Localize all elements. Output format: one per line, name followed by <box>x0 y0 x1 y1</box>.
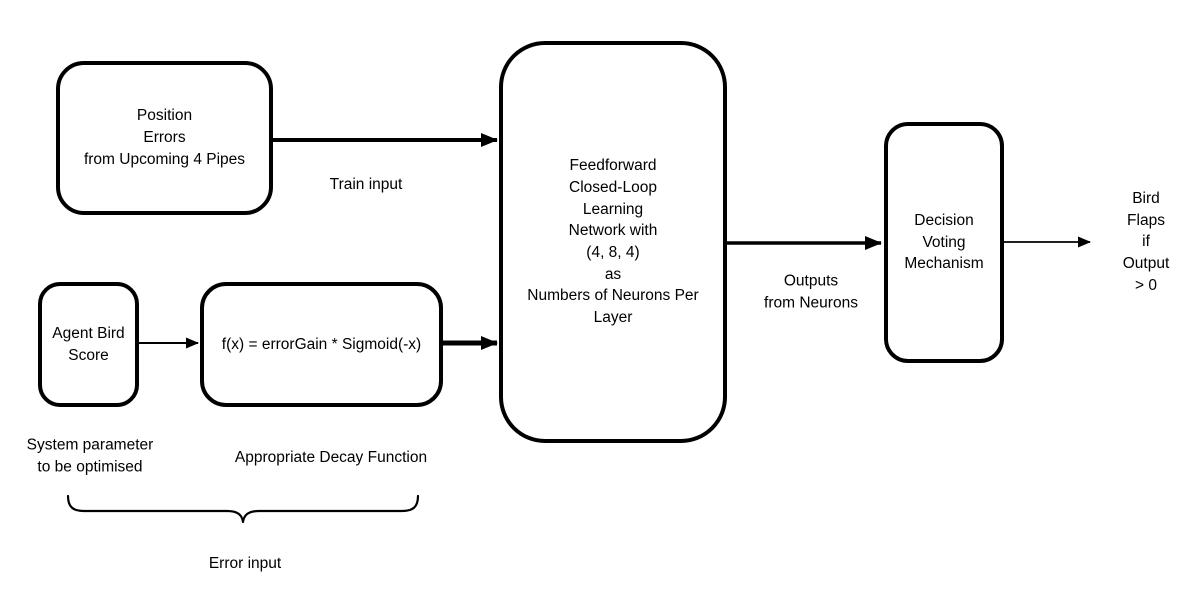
annotation-bird-flaps: Bird Flaps if Output > 0 <box>1122 189 1170 294</box>
error-input-underbrace <box>66 494 420 524</box>
annotation-system-parameter: System parameter to be optimised <box>26 436 154 475</box>
annotation-appropriate-decay-function: Appropriate Decay Function <box>234 449 428 467</box>
node-decision-voting: Decision Voting Mechanism <box>884 122 1004 363</box>
node-decay-function-label: f(x) = errorGain * Sigmoid(-x) <box>221 335 422 353</box>
node-decision-voting-label: Decision Voting Mechanism <box>904 211 984 273</box>
node-position-errors: Position Errors from Upcoming 4 Pipes <box>56 61 273 215</box>
node-decay-function: f(x) = errorGain * Sigmoid(-x) <box>200 282 443 407</box>
annotation-error-input: Error input <box>208 555 282 573</box>
edge-label-outputs-from-neurons: Outputs from Neurons <box>764 272 858 311</box>
node-agent-bird-score-label: Agent Bird Score <box>52 324 125 364</box>
node-feedforward-network-label: Feedforward Closed-Loop Learning Network… <box>527 157 699 327</box>
node-position-errors-label: Position Errors from Upcoming 4 Pipes <box>83 107 246 168</box>
node-agent-bird-score: Agent Bird Score <box>38 282 139 407</box>
edge-label-train-input: Train input <box>329 176 403 194</box>
node-feedforward-network: Feedforward Closed-Loop Learning Network… <box>499 41 727 443</box>
